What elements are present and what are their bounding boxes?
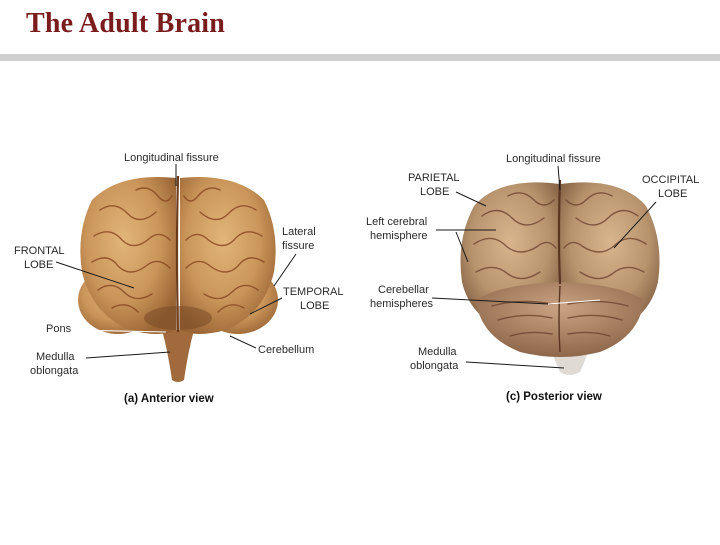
label-post-left-hemisphere-2: hemisphere: [370, 230, 427, 242]
anterior-shadow: [144, 306, 212, 330]
label-ant-frontal-2: LOBE: [24, 259, 53, 271]
leader-post-cerebellar-right: [547, 299, 601, 305]
leader-post-cerebellar-left: [431, 297, 549, 305]
leader-post-longitudinal: [557, 165, 561, 191]
label-post-medulla-1: Medulla: [418, 346, 457, 358]
leader-ant-cerebellum: [229, 335, 257, 349]
leader-post-left-hemisphere-2: [455, 231, 469, 263]
posterior-cerebellar-split: [558, 285, 561, 353]
caption-posterior: (c) Posterior view: [506, 391, 602, 403]
anterior-brain: Longitudinal fissure FRONTAL LOBE Latera…: [14, 152, 344, 405]
label-ant-longitudinal-fissure: Longitudinal fissure: [124, 152, 219, 164]
label-ant-temporal-2: LOBE: [300, 300, 329, 312]
label-post-occipital-1: OCCIPITAL: [642, 174, 699, 186]
label-post-parietal-2: LOBE: [420, 186, 449, 198]
label-post-medulla-2: oblongata: [410, 360, 459, 372]
label-ant-pons: Pons: [46, 323, 72, 335]
caption-anterior: (a) Anterior view: [124, 393, 214, 405]
leader-ant-pons: [75, 329, 167, 333]
leader-ant-temporal: [249, 297, 283, 315]
posterior-cerebellar-folia: [491, 300, 629, 337]
leader-ant-frontal: [55, 261, 135, 289]
leader-ant-medulla: [85, 351, 171, 359]
label-post-left-hemisphere-1: Left cerebral: [366, 216, 427, 228]
anterior-brainstem: [162, 330, 194, 382]
label-post-parietal-1: PARIETAL: [408, 172, 460, 184]
posterior-cerebellum: [476, 282, 644, 357]
label-post-cerebellar-1: Cerebellar: [378, 284, 429, 296]
label-ant-temporal-1: TEMPORAL: [283, 286, 344, 298]
leader-ant-lateral: [273, 253, 297, 287]
label-ant-cerebellum: Cerebellum: [258, 344, 314, 356]
leader-post-parietal: [455, 191, 487, 207]
title-divider: [0, 54, 720, 61]
label-ant-lateral-2: fissure: [282, 240, 314, 252]
label-ant-medulla-1: Medulla: [36, 351, 75, 363]
slide-title: The Adult Brain: [26, 8, 226, 39]
label-ant-medulla-2: oblongata: [30, 365, 79, 377]
posterior-gyri: [473, 192, 647, 280]
anterior-gyri: [91, 187, 265, 313]
posterior-fissure-line: [557, 179, 562, 285]
leader-post-medulla: [465, 361, 565, 369]
label-post-longitudinal-fissure: Longitudinal fissure: [506, 153, 601, 165]
label-post-occipital-2: LOBE: [658, 188, 687, 200]
label-post-cerebellar-2: hemispheres: [370, 298, 433, 310]
posterior-brain: Longitudinal fissure PARIETAL LOBE OCCIP…: [366, 153, 699, 403]
leader-post-occipital: [613, 201, 657, 249]
label-ant-lateral-1: Lateral: [282, 226, 316, 238]
label-ant-frontal-1: FRONTAL: [14, 245, 65, 257]
